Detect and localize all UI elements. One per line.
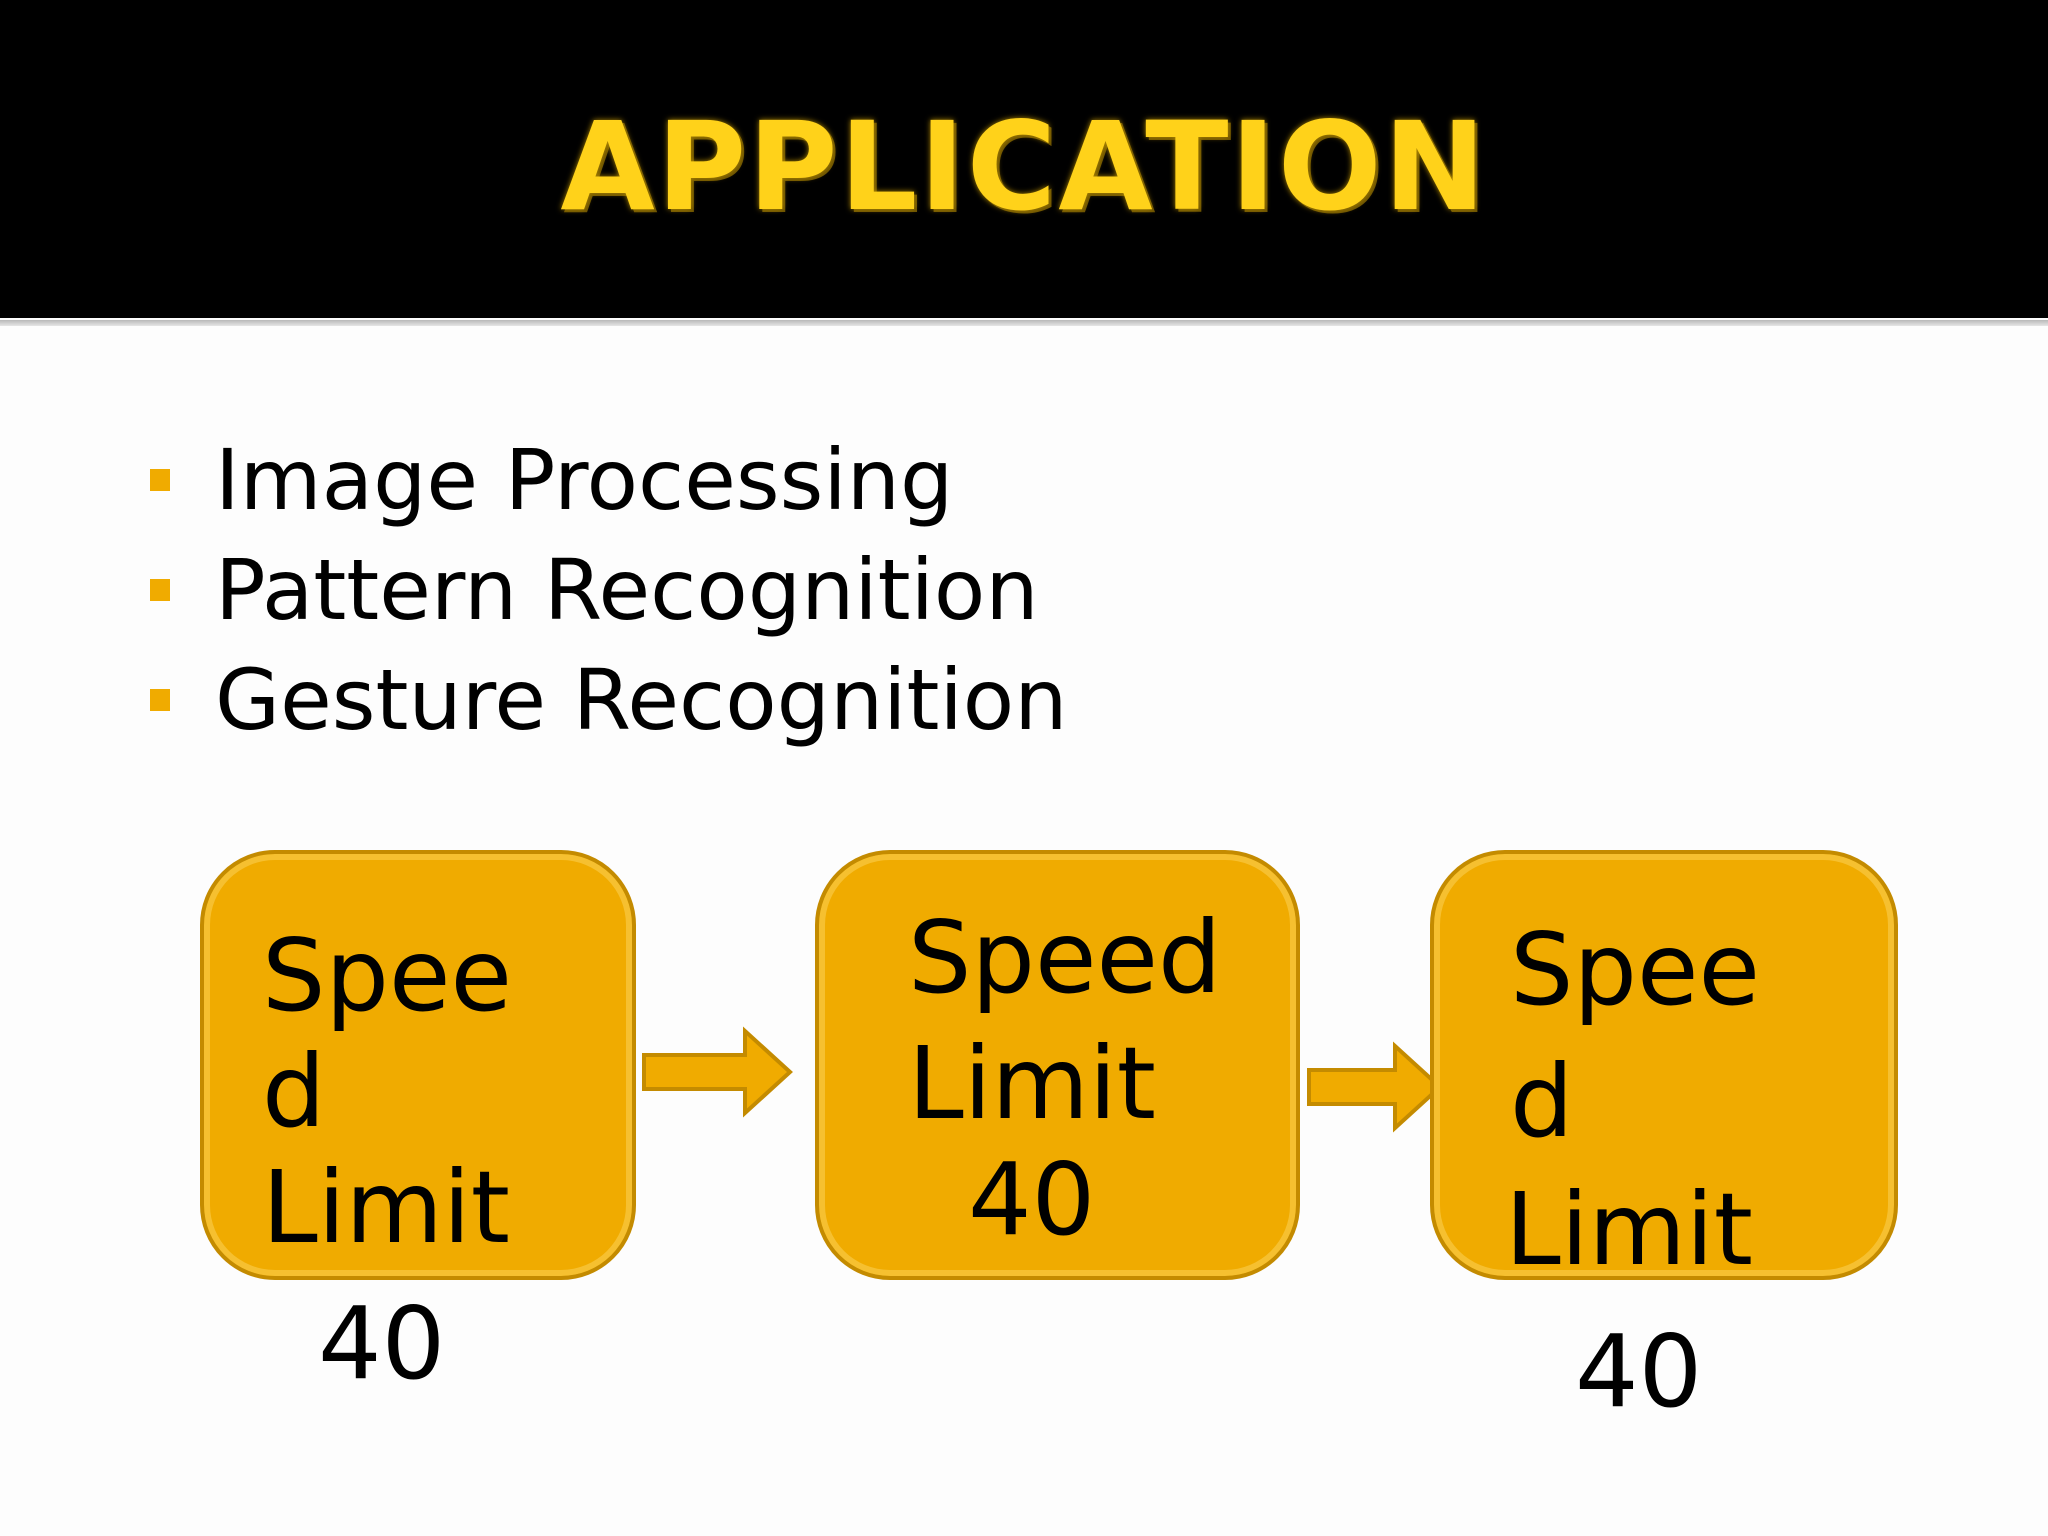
- bullet-text: Image Processing: [215, 431, 954, 529]
- bullet-text: Gesture Recognition: [215, 651, 1068, 749]
- box-3-line-2: d: [1510, 1043, 1574, 1160]
- right-arrow-icon: [642, 1026, 793, 1118]
- title-bar: [0, 0, 2048, 318]
- box-3-line-3: Limit: [1505, 1171, 1753, 1288]
- box-1-line-3: Limit: [262, 1149, 510, 1266]
- box-2-line-1: Speed: [908, 899, 1222, 1016]
- box-1-line-4: 40: [318, 1285, 446, 1402]
- slide-title: APPLICATION: [560, 96, 1488, 238]
- box-1-line-2: d: [262, 1033, 326, 1150]
- bullet-item: Pattern Recognition: [140, 535, 1067, 645]
- bullet-text: Pattern Recognition: [215, 541, 1039, 639]
- box-1-line-1: Spee: [262, 917, 512, 1034]
- box-3-line-4: 40: [1575, 1313, 1703, 1430]
- square-bullet-icon: [150, 689, 170, 711]
- process-box-3: [1430, 850, 1898, 1280]
- box-2-line-2: Limit: [908, 1025, 1156, 1142]
- bullet-list: Image Processing Pattern Recognition Ges…: [140, 425, 1067, 755]
- title-divider: [0, 320, 2048, 326]
- bullet-item: Image Processing: [140, 425, 1067, 535]
- process-box-1: [200, 850, 636, 1280]
- right-arrow-icon: [1307, 1041, 1443, 1133]
- bullet-item: Gesture Recognition: [140, 645, 1067, 755]
- box-2-line-3: 40: [968, 1141, 1096, 1258]
- process-box-2: [815, 850, 1300, 1280]
- square-bullet-icon: [150, 469, 170, 491]
- box-3-line-1: Spee: [1510, 911, 1760, 1028]
- square-bullet-icon: [150, 579, 170, 601]
